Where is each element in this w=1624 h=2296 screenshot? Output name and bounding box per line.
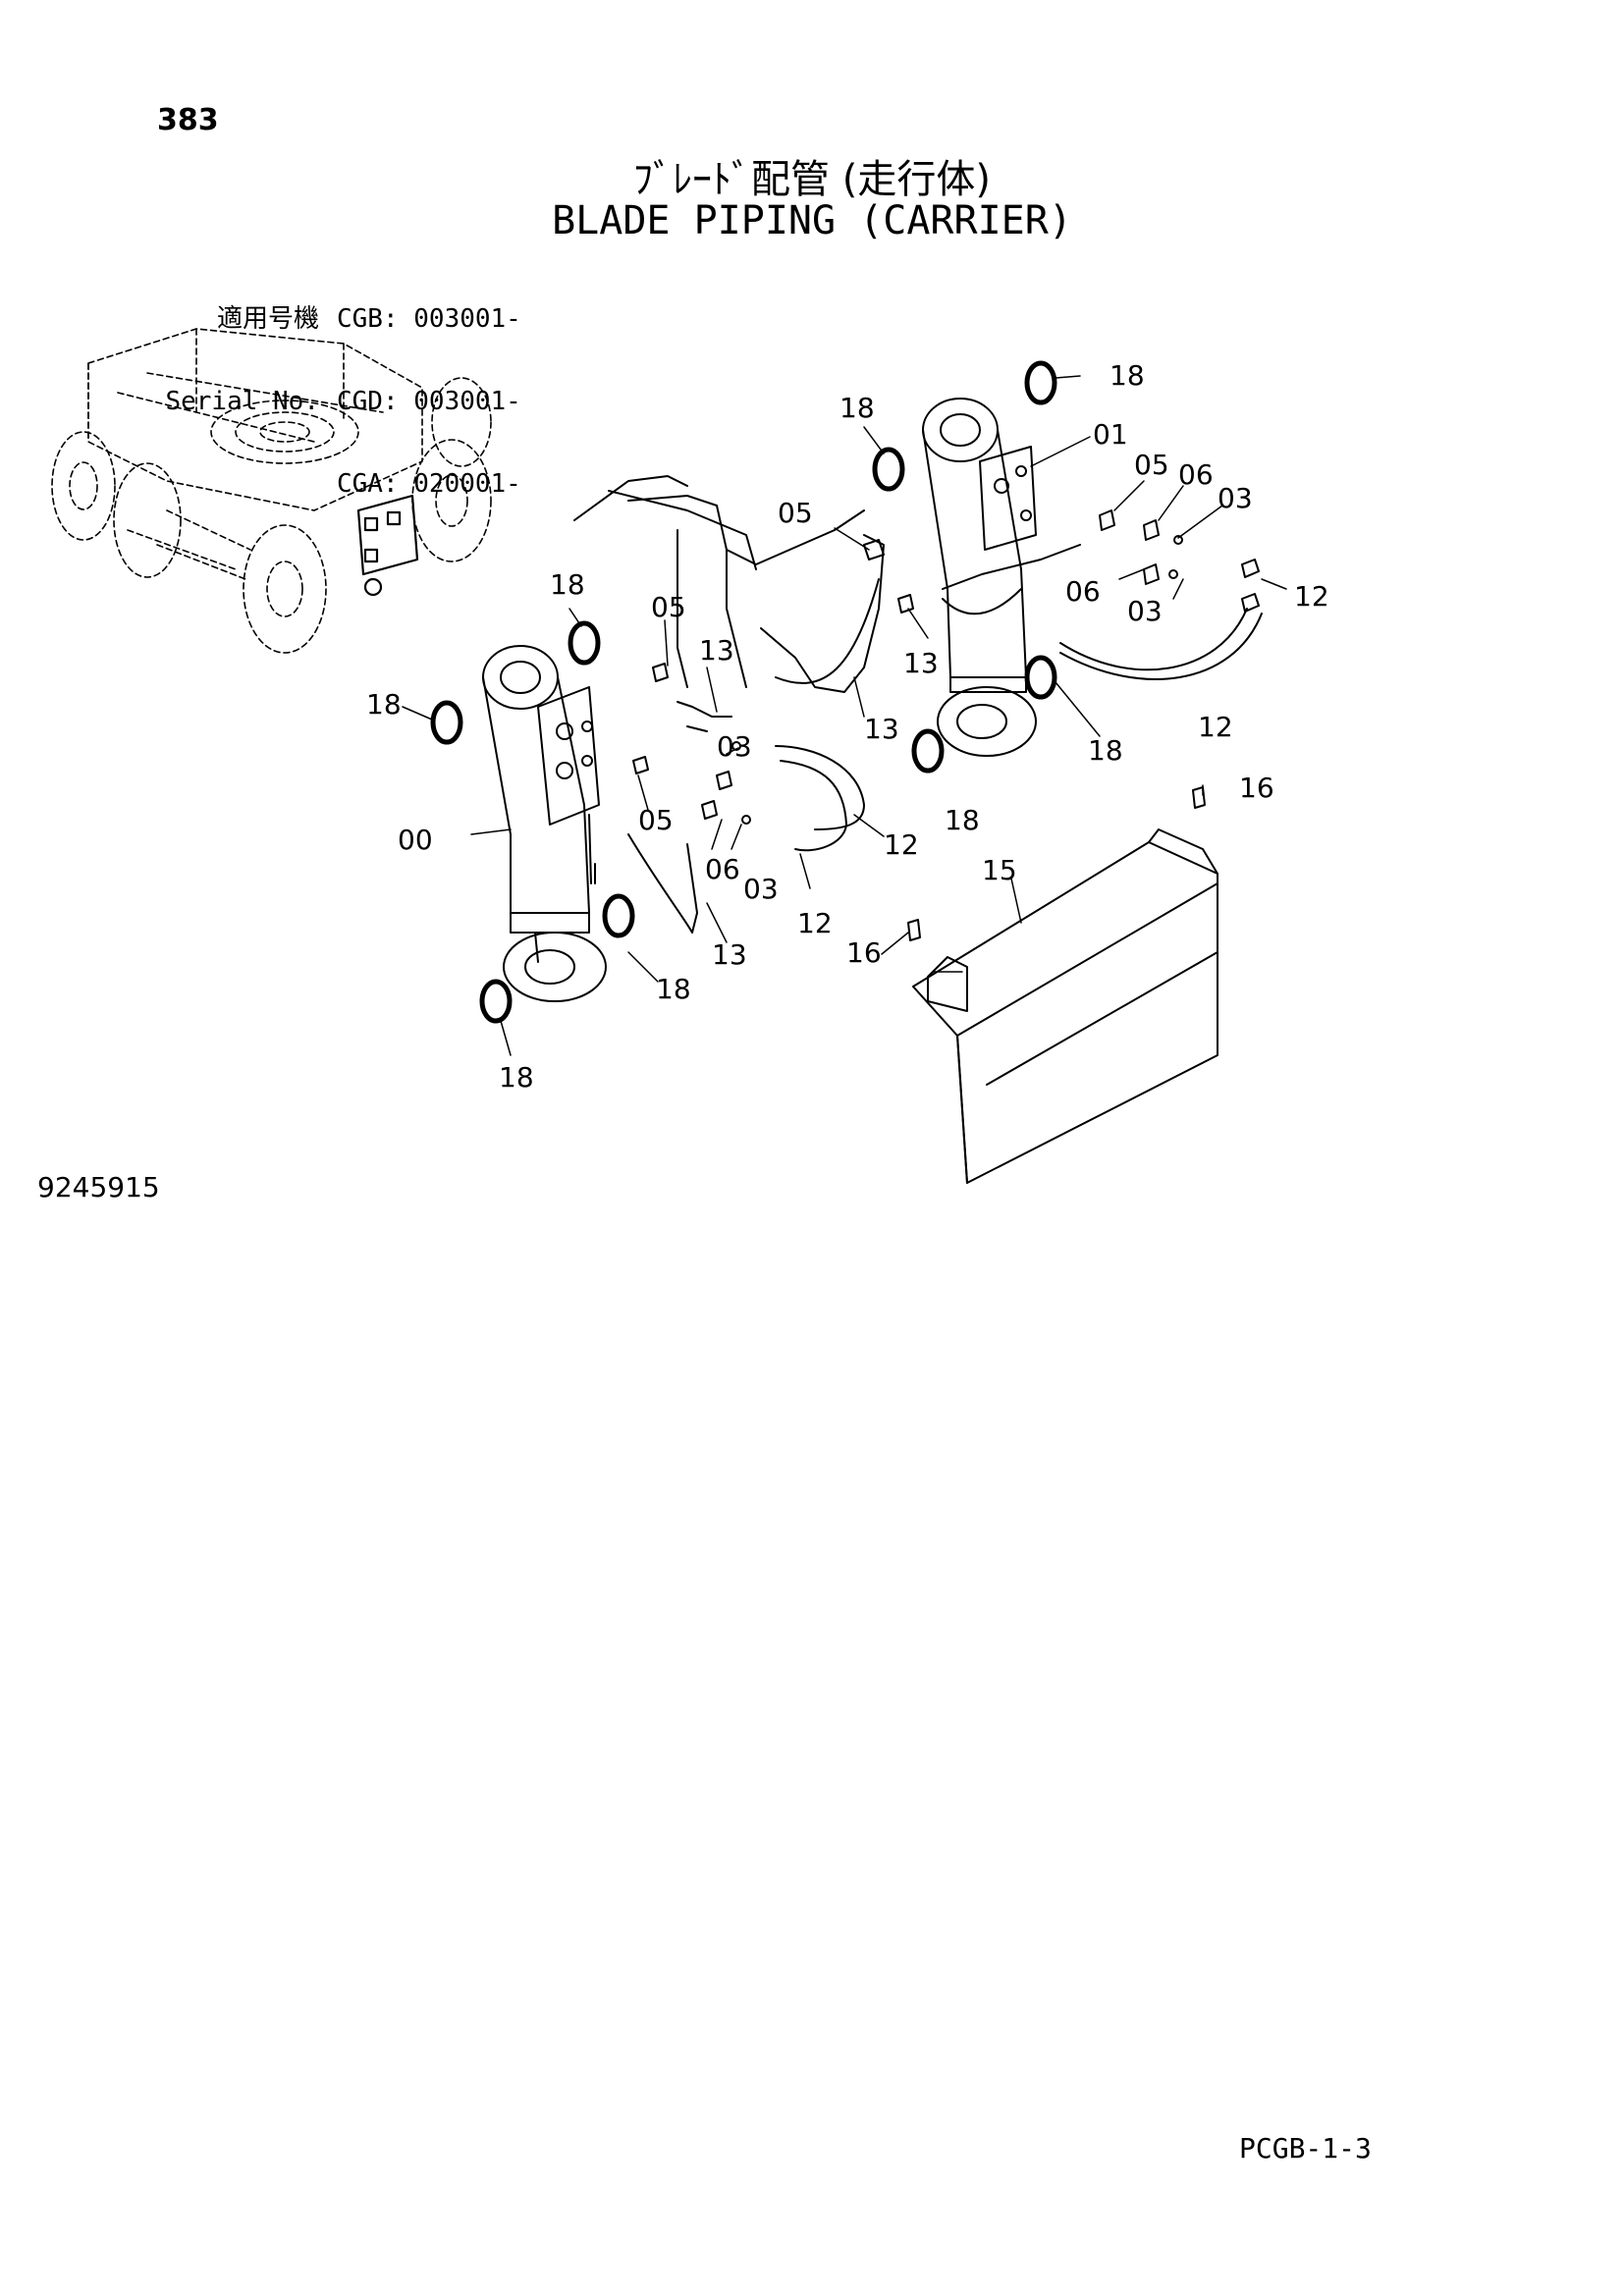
callout-label: 03 bbox=[743, 873, 779, 905]
callout-label: 05 bbox=[638, 804, 674, 836]
callout-label: 15 bbox=[982, 854, 1017, 886]
right-cylinder bbox=[922, 398, 1037, 757]
callout-label: 06 bbox=[1065, 575, 1101, 608]
leader-lines bbox=[402, 375, 1287, 1056]
callout-label: 06 bbox=[705, 853, 740, 885]
callout-label: 12 bbox=[797, 907, 833, 939]
hose-routing bbox=[573, 475, 1263, 934]
callout-label: 12 bbox=[884, 828, 919, 861]
callout-label: 06 bbox=[1178, 458, 1214, 491]
callout-label: 18 bbox=[366, 688, 402, 721]
serial-row: Serial No. CGD: 003001- bbox=[152, 387, 521, 416]
title-english: BLADE PIPING (CARRIER) bbox=[552, 198, 1072, 243]
o-rings bbox=[430, 360, 1057, 1024]
drawing-number: 9245915 bbox=[37, 1171, 160, 1203]
callout-label: 18 bbox=[945, 804, 980, 836]
callout-label: 13 bbox=[903, 647, 939, 679]
fittings bbox=[632, 509, 1260, 941]
serial-value: CGB: 003001- bbox=[337, 304, 521, 334]
callout-label: 12 bbox=[1198, 711, 1233, 743]
carrier-thumbnail bbox=[51, 328, 492, 654]
title-japanese: ﾌﾞﾚｰﾄﾞ配管 (走行体) bbox=[633, 157, 991, 202]
serial-row: CGA: 020001- bbox=[152, 470, 521, 498]
callout-label: 01 bbox=[1093, 418, 1128, 451]
page-number: 383 bbox=[157, 103, 219, 137]
callout-label: 03 bbox=[1127, 595, 1163, 627]
serial-label: 適用号機 bbox=[216, 304, 319, 334]
left-cylinder bbox=[482, 645, 607, 1002]
serial-number-block: 適用号機 CGB: 003001- Serial No. CGD: 003001… bbox=[152, 250, 521, 525]
callout-label: 03 bbox=[717, 730, 752, 763]
serial-value: CGA: 020001- bbox=[337, 469, 521, 499]
callout-label: 12 bbox=[1294, 580, 1329, 613]
serial-label: Serial No. bbox=[165, 387, 319, 416]
callout-label: 18 bbox=[550, 568, 585, 601]
page-code: PCGB-1-3 bbox=[1239, 2132, 1372, 2164]
callout-label: 18 bbox=[839, 392, 875, 424]
callout-label: 18 bbox=[1088, 734, 1123, 767]
callout-label: 05 bbox=[651, 591, 686, 623]
callout-label: 05 bbox=[778, 497, 813, 529]
callout-label: 16 bbox=[1239, 772, 1274, 804]
callout-label: 13 bbox=[864, 713, 899, 745]
callout-label: 16 bbox=[846, 936, 882, 969]
serial-row: 適用号機 CGB: 003001- bbox=[152, 305, 521, 333]
callout-label: 00 bbox=[398, 824, 433, 856]
callout-label: 05 bbox=[1134, 449, 1169, 481]
thumbnail-highlight bbox=[356, 494, 419, 597]
serial-value: CGD: 003001- bbox=[337, 387, 521, 416]
callouts: 18 18 01 05 06 03 05 12 06 03 18 05 13 1… bbox=[366, 359, 1329, 1094]
callout-label: 03 bbox=[1218, 482, 1253, 514]
callout-label: 13 bbox=[712, 938, 747, 971]
callout-label: 13 bbox=[699, 634, 734, 667]
callout-label: 18 bbox=[656, 973, 691, 1005]
callout-label: 18 bbox=[1110, 359, 1145, 392]
callout-label: 18 bbox=[499, 1061, 534, 1094]
cover-plate bbox=[912, 828, 1218, 1184]
